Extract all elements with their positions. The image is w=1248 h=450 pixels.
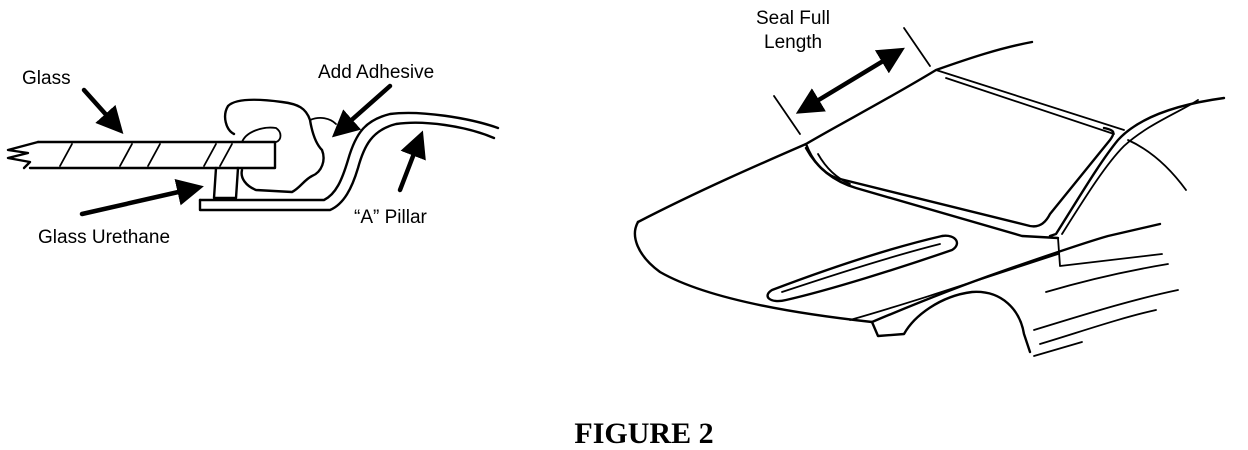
adhesive-arrow <box>331 83 393 138</box>
hood-side <box>870 222 1162 324</box>
label-glass-urethane: Glass Urethane <box>38 227 170 248</box>
seal-tick-left <box>773 95 801 135</box>
a-pillar-sheet <box>198 111 500 202</box>
hood-vent <box>766 234 959 303</box>
windshield <box>804 126 1115 228</box>
a-pillar-arrow <box>397 130 426 193</box>
glass-hatching <box>59 143 233 167</box>
urethane-arrow <box>79 179 204 217</box>
hood-nose <box>633 220 874 324</box>
figure-caption: FIGURE 2 <box>574 417 713 450</box>
glass-pane <box>6 140 277 170</box>
seal-tick-right <box>903 27 931 67</box>
cowl-line <box>804 146 1060 240</box>
car-perspective: Seal Full Length <box>633 8 1226 357</box>
front-fender <box>870 290 1032 354</box>
cross-section-detail: Glass Add Adhesive Glass Urethane “A” Pi… <box>6 62 500 248</box>
label-a-pillar: “A” Pillar <box>354 207 428 228</box>
glass-arrow <box>81 87 124 135</box>
a-pillar-line <box>1048 96 1226 238</box>
roof-line <box>636 40 1034 224</box>
seal-molding <box>223 98 325 194</box>
label-length: Length <box>764 32 822 53</box>
label-add-adhesive: Add Adhesive <box>318 62 434 83</box>
urethane-bead <box>212 166 240 200</box>
label-glass: Glass <box>22 68 71 89</box>
seal-length-arrow <box>795 47 905 114</box>
label-seal-full: Seal Full <box>756 8 830 29</box>
